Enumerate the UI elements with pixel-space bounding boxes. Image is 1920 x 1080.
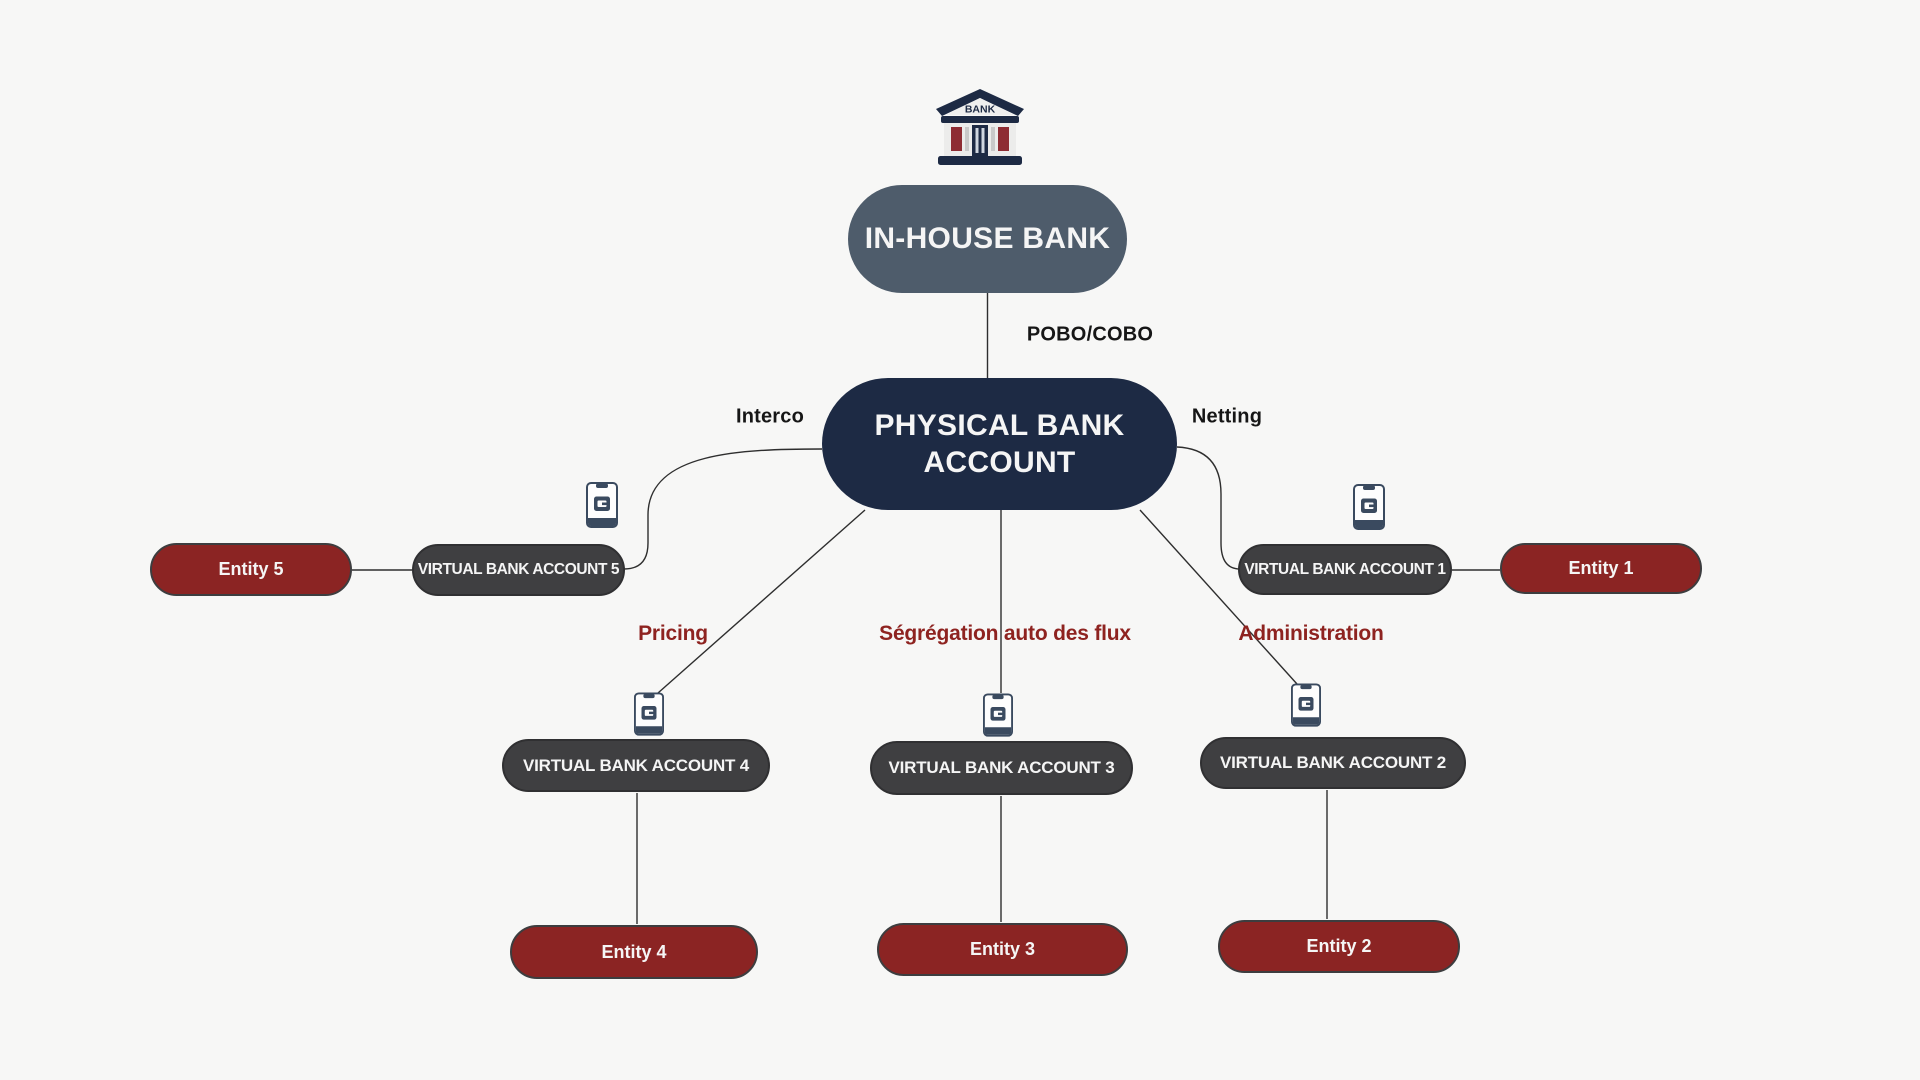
node-virtual-bank-account-1: VIRTUAL BANK ACCOUNT 1 [1238,544,1452,595]
edge-pba-vba2 [1139,509,1298,685]
bank-building-icon: BANK [935,88,1025,175]
node-virtual-bank-account-3: VIRTUAL BANK ACCOUNT 3 [870,741,1133,795]
node-entity-3: Entity 3 [877,923,1128,976]
edge-label-netting: Netting [1191,405,1263,428]
node-entity-2: Entity 2 [1218,920,1460,973]
node-entity-1: Entity 1 [1500,543,1702,594]
edge-pba-vba4 [657,509,866,694]
wallet-device-icon [983,693,1013,742]
bank-icon-label: BANK [965,104,996,116]
node-in-house-bank: IN-HOUSE BANK [848,185,1127,293]
edge-pba-vba1 [1176,446,1241,570]
wallet-device-icon [586,482,618,533]
edge-label-administration: Administration [1238,622,1384,645]
node-physical-bank-account: PHYSICAL BANK ACCOUNT [822,378,1177,510]
wallet-device-icon [1291,683,1321,732]
wallet-device-icon [1353,484,1385,535]
edge-label-pricing: Pricing [638,622,708,645]
edge-pba-vba5 [623,448,823,570]
node-virtual-bank-account-5: VIRTUAL BANK ACCOUNT 5 [412,544,625,596]
node-virtual-bank-account-2: VIRTUAL BANK ACCOUNT 2 [1200,737,1466,789]
edge-label-interco: Interco [735,405,805,428]
edge-label-segregation: Ségrégation auto des flux [879,622,1131,645]
edge-label-pobo-cobo: POBO/COBO [1026,323,1154,346]
node-entity-4: Entity 4 [510,925,758,979]
node-entity-5: Entity 5 [150,543,352,596]
wallet-device-icon [634,692,664,741]
node-virtual-bank-account-4: VIRTUAL BANK ACCOUNT 4 [502,739,770,792]
